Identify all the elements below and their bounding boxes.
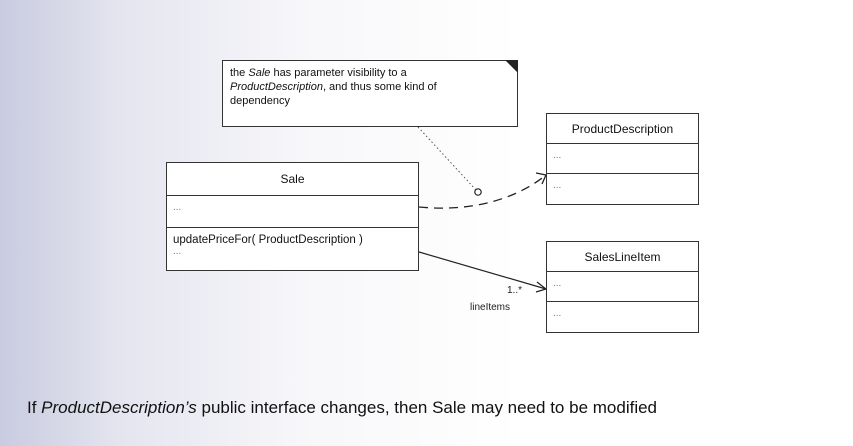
class-sale-operations: updatePriceFor( ProductDescription ) ... (167, 228, 418, 263)
class-product-description: ProductDescription ... ... (546, 113, 699, 205)
association-line (418, 251, 547, 290)
class-product-description-name: ProductDescription (547, 114, 698, 144)
class-sales-line-item-section-2: ... (553, 308, 562, 319)
class-sales-line-item-section-1: ... (547, 272, 698, 302)
note-line-1: the Sale has parameter visibility to a (230, 67, 407, 79)
caption: If ProductDescription’s public interface… (27, 398, 658, 417)
class-product-description-section-1: ... (547, 144, 698, 174)
class-sale-name: Sale (167, 163, 418, 196)
note-anchor-line (417, 126, 477, 191)
class-sale: Sale ... updatePriceFor( ProductDescript… (166, 162, 419, 271)
class-sale-attributes: ... (167, 196, 418, 228)
class-product-description-section-2: ... (553, 180, 562, 191)
dependency-arrow (418, 174, 547, 209)
note-line-3: dependency (230, 95, 290, 107)
sale-operation-2: ... (173, 246, 182, 257)
note-folded-corner (505, 60, 518, 73)
note-anchor-circle (474, 188, 482, 196)
sale-operation-1: updatePriceFor( ProductDescription ) (173, 234, 363, 246)
note-line-2: ProductDescription, and thus some kind o… (230, 81, 437, 93)
association-role: lineItems (470, 302, 511, 313)
class-sales-line-item-name: SalesLineItem (547, 242, 698, 272)
uml-note: the Sale has parameter visibility to a P… (222, 60, 518, 127)
association-multiplicity: 1..* (507, 285, 523, 296)
class-sales-line-item: SalesLineItem ... ... (546, 241, 699, 333)
